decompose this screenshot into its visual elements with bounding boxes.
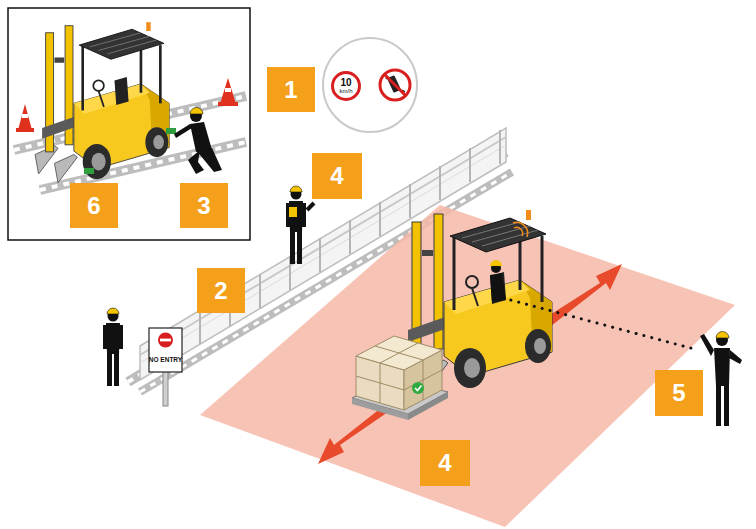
callout-text: 1 — [284, 76, 297, 104]
callout-text: 5 — [672, 379, 685, 407]
callout-text: 2 — [214, 277, 227, 305]
callout-number: 6 — [70, 183, 118, 228]
sign-text: km/h — [339, 88, 352, 94]
callout-number: 5 — [655, 370, 703, 416]
callout-text: 4 — [330, 162, 343, 190]
callout-text: 3 — [197, 192, 210, 220]
callout-text: 4 — [438, 449, 451, 477]
callout-number: 1 — [267, 67, 315, 112]
callout-text: 6 — [87, 192, 100, 220]
callout-number: 4 — [420, 440, 470, 486]
callout-number: 3 — [180, 183, 228, 228]
sign-text: 10 — [340, 78, 351, 88]
sign-text: NO ENTRY — [149, 357, 182, 364]
callout-number: 2 — [197, 268, 245, 313]
speed-limit-sign: 10km/h — [331, 71, 361, 101]
callout-number: 4 — [312, 153, 362, 199]
no-entry-sign: NO ENTRY — [148, 350, 183, 371]
